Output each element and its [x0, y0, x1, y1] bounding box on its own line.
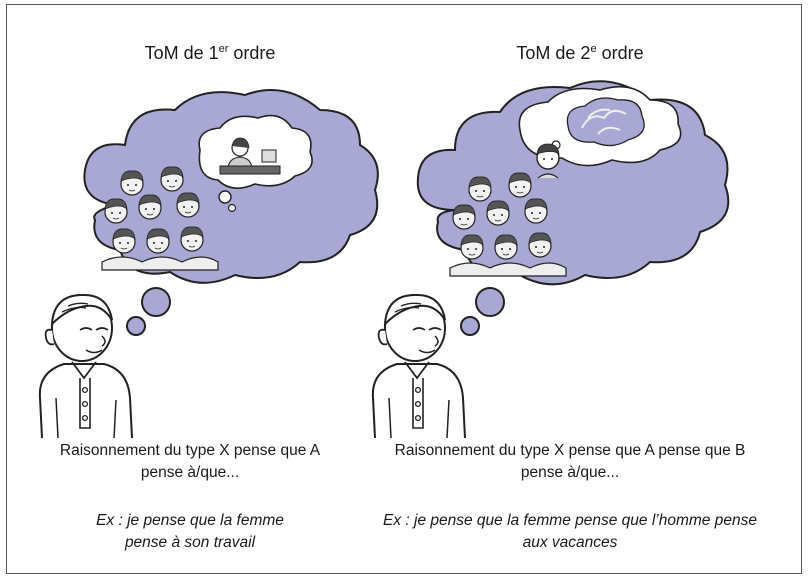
panel-1-thought-bubble-small: [126, 316, 146, 336]
panel-1-example-line-2: pense à son travail: [124, 534, 256, 551]
panel-1-caption: Raisonnement du type X pense que A pense…: [20, 440, 360, 484]
panel-1-title-tail: ordre: [228, 43, 276, 63]
panel-1-caption-line-1: Raisonnement du type X pense que A: [59, 442, 321, 459]
panel-2-title-superscript: e: [590, 43, 597, 55]
panel-2-thought-bubble-small: [460, 316, 480, 336]
panel-2-example: Ex : je pense que la femme pense que l’h…: [355, 510, 785, 554]
panel-1-thought-bubble-large: [141, 287, 171, 317]
panel-2-man-head: [536, 143, 560, 179]
panel-1-example-line-1: Ex : je pense que la femme: [96, 512, 284, 529]
panel-1-thinker-figure: [38, 293, 133, 439]
panel-1-title-superscript: er: [218, 43, 229, 55]
panel-2-caption-line-2: pense à/que...: [520, 464, 620, 481]
panel-1-caption-line-2: pense à/que...: [140, 464, 240, 481]
panel-2-inner-thought: [518, 85, 682, 167]
panel-2-thinker-figure: [371, 293, 466, 439]
panel-1-inner-thought: [198, 114, 313, 213]
panel-1-title: ToM de 1er ordre: [60, 43, 360, 64]
panel-2-example-line-2: aux vacances: [522, 534, 618, 551]
panel-2-title: ToM de 2e ordre: [430, 43, 730, 64]
panel-1-example: Ex : je pense que la femme pense à son t…: [20, 510, 360, 554]
panel-2-caption-line-1: Raisonnement du type X pense que A pense…: [394, 442, 746, 459]
panel-2-title-tail: ordre: [596, 43, 644, 63]
panel-2-example-line-1: Ex : je pense que la femme pense que l’h…: [383, 512, 757, 529]
panel-1-title-main: ToM de 1: [144, 43, 219, 63]
panel-2-caption: Raisonnement du type X pense que A pense…: [360, 440, 780, 484]
panel-2-title-main: ToM de 2: [516, 43, 591, 63]
panel-2-thought-bubble-large: [475, 287, 505, 317]
